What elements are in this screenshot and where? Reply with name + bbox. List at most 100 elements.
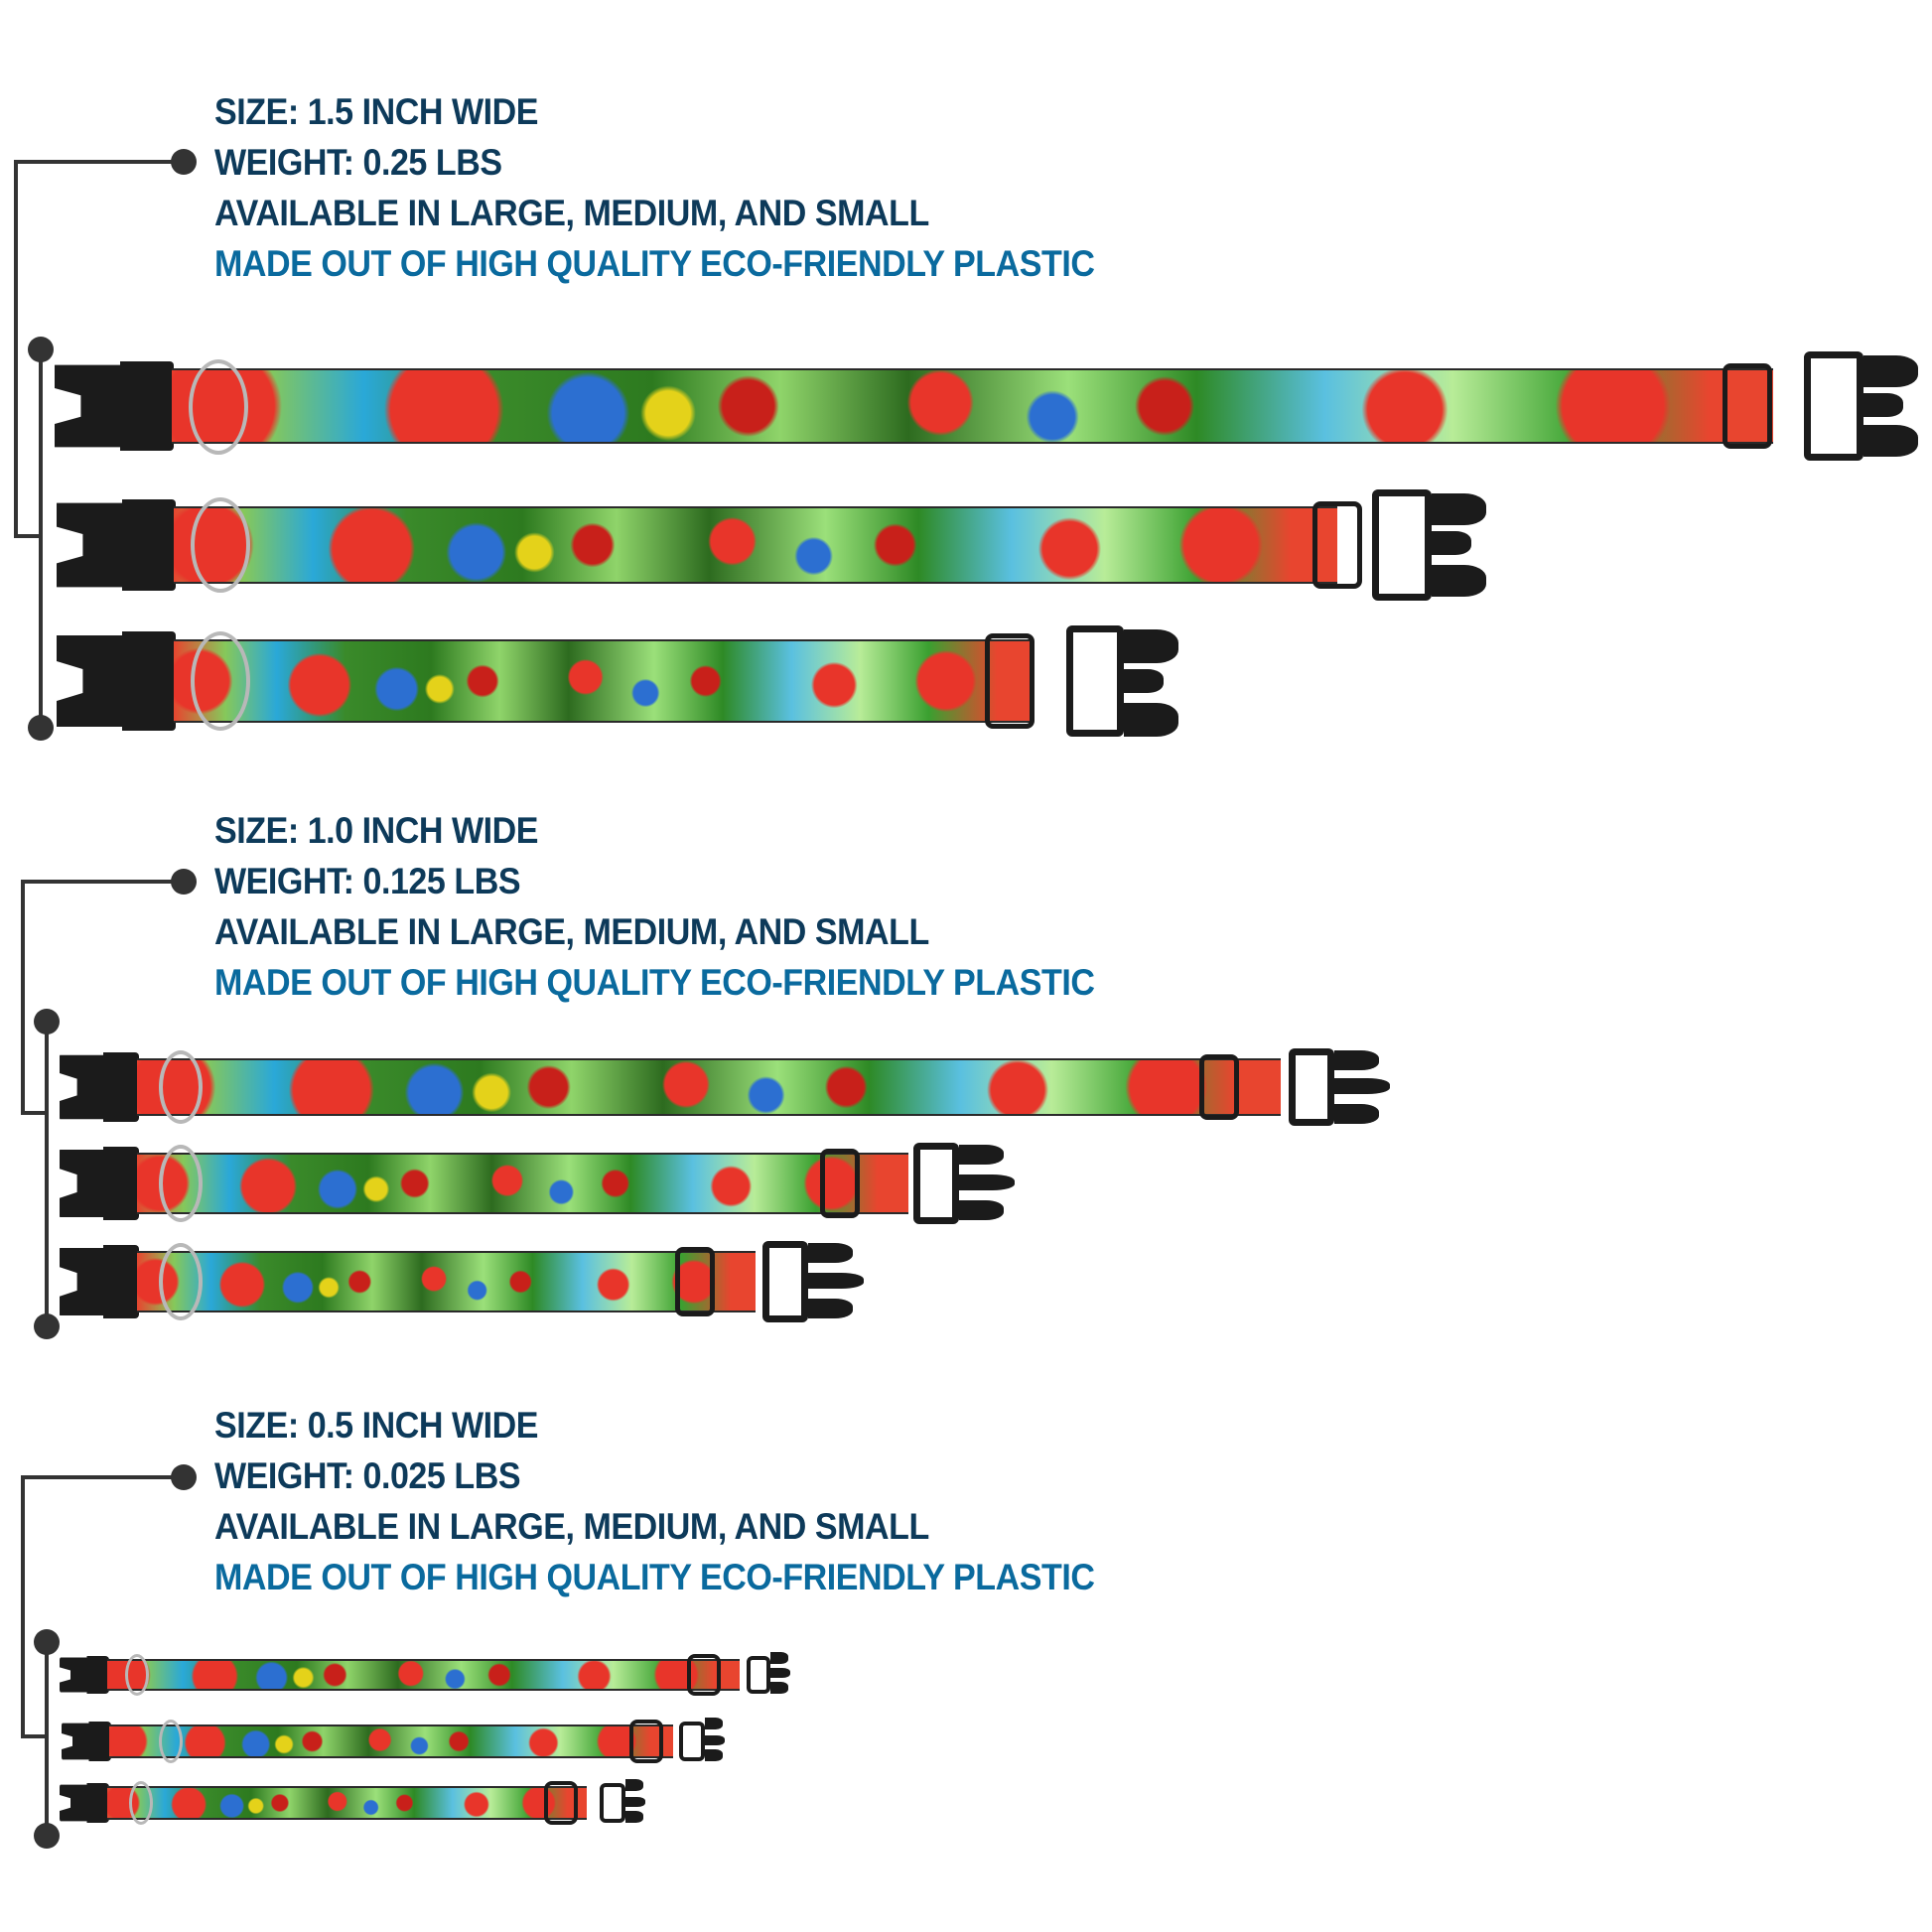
collar-1-0-small[interactable] bbox=[60, 1241, 865, 1322]
buckle-prong-icon bbox=[808, 1243, 853, 1263]
connector-dot bbox=[171, 149, 197, 175]
buckle-prong-icon bbox=[625, 1779, 643, 1791]
d-ring-icon bbox=[159, 1050, 203, 1124]
male-buckle-icon bbox=[600, 1783, 625, 1823]
male-buckle-icon bbox=[1804, 351, 1863, 461]
slider-icon bbox=[629, 1720, 663, 1763]
collar-1-5-large[interactable] bbox=[55, 351, 1922, 461]
connector-line bbox=[45, 1022, 49, 1326]
buckle-prong-icon bbox=[1124, 629, 1178, 663]
buckle-prong-icon bbox=[770, 1682, 788, 1694]
buckle-prong-icon bbox=[705, 1735, 725, 1745]
buckle-prong-icon bbox=[1863, 355, 1918, 387]
spec-block-1-0-inch: SIZE: 1.0 INCH WIDE WEIGHT: 0.125 LBS AV… bbox=[214, 805, 1095, 1008]
male-buckle-icon bbox=[762, 1241, 808, 1322]
weight-label: WEIGHT: 0.025 LBS bbox=[214, 1455, 521, 1496]
connector-line bbox=[22, 1475, 184, 1479]
collar-strap bbox=[174, 639, 1032, 723]
buckle-prong-icon bbox=[625, 1811, 643, 1823]
collar-strap bbox=[109, 1725, 673, 1758]
collar-0-5-large[interactable] bbox=[60, 1652, 799, 1696]
connector-dot bbox=[34, 1313, 60, 1339]
female-buckle-icon bbox=[60, 1783, 109, 1823]
connector-line bbox=[14, 160, 18, 538]
connector-line bbox=[15, 160, 184, 164]
slider-icon bbox=[544, 1781, 578, 1825]
buckle-prong-icon bbox=[770, 1668, 790, 1678]
availability-label: AVAILABLE IN LARGE, MEDIUM, AND SMALL bbox=[214, 1506, 929, 1547]
buckle-prong-icon bbox=[705, 1749, 723, 1761]
buckle-prong-icon bbox=[705, 1718, 723, 1729]
connector-line bbox=[39, 349, 43, 728]
slider-icon bbox=[820, 1149, 860, 1218]
connector-dot bbox=[34, 1823, 60, 1849]
size-label: SIZE: 1.5 INCH WIDE bbox=[214, 91, 539, 132]
slider-icon bbox=[687, 1654, 721, 1696]
buckle-prong-icon bbox=[1124, 669, 1164, 693]
spec-block-1-5-inch: SIZE: 1.5 INCH WIDE WEIGHT: 0.25 LBS AVA… bbox=[214, 86, 1095, 289]
connector-dot bbox=[34, 1009, 60, 1035]
collar-strap bbox=[172, 368, 1773, 444]
collar-strap bbox=[137, 1057, 1281, 1117]
connector-dot bbox=[171, 1464, 197, 1490]
male-buckle-icon bbox=[1066, 625, 1124, 737]
size-label: SIZE: 1.0 INCH WIDE bbox=[214, 810, 539, 851]
collar-strap bbox=[107, 1659, 740, 1691]
d-ring-icon bbox=[189, 359, 248, 455]
slider-icon bbox=[1723, 363, 1772, 449]
collar-1-0-medium[interactable] bbox=[60, 1143, 1018, 1224]
male-buckle-icon bbox=[679, 1722, 705, 1761]
collar-strap bbox=[107, 1786, 587, 1820]
collar-1-5-small[interactable] bbox=[57, 625, 1180, 737]
female-buckle-icon bbox=[60, 1656, 109, 1694]
connector-dot bbox=[34, 1629, 60, 1655]
connector-line bbox=[45, 1642, 49, 1836]
buckle-prong-icon bbox=[1124, 703, 1178, 737]
female-buckle-icon bbox=[60, 1245, 139, 1318]
collar-0-5-small[interactable] bbox=[60, 1779, 646, 1825]
collar-0-5-medium[interactable] bbox=[62, 1718, 733, 1763]
collar-strap bbox=[137, 1152, 908, 1215]
d-ring-icon bbox=[159, 1720, 183, 1763]
buckle-prong-icon bbox=[1334, 1078, 1390, 1094]
buckle-prong-icon bbox=[770, 1652, 788, 1664]
female-buckle-icon bbox=[62, 1722, 111, 1761]
slider-icon bbox=[985, 633, 1035, 729]
connector-dot bbox=[28, 715, 54, 741]
connector-dot bbox=[171, 869, 197, 895]
female-buckle-icon bbox=[60, 1052, 139, 1122]
buckle-prong-icon bbox=[1863, 393, 1903, 417]
female-buckle-icon bbox=[60, 1147, 139, 1220]
buckle-prong-icon bbox=[1863, 425, 1918, 457]
buckle-prong-icon bbox=[1432, 565, 1486, 597]
d-ring-icon bbox=[129, 1781, 153, 1825]
connector-line bbox=[21, 1475, 25, 1738]
male-buckle-icon bbox=[1372, 489, 1432, 601]
female-buckle-icon bbox=[57, 499, 176, 591]
buckle-prong-icon bbox=[808, 1273, 864, 1289]
slider-icon bbox=[1199, 1054, 1239, 1120]
buckle-prong-icon bbox=[1334, 1104, 1379, 1124]
material-label: MADE OUT OF HIGH QUALITY ECO-FRIENDLY PL… bbox=[214, 1557, 1095, 1597]
collar-1-0-large[interactable] bbox=[60, 1048, 1390, 1126]
male-buckle-icon bbox=[747, 1656, 770, 1694]
d-ring-icon bbox=[191, 497, 250, 593]
connector-line bbox=[22, 880, 184, 884]
collar-1-5-medium[interactable] bbox=[57, 489, 1486, 601]
buckle-prong-icon bbox=[625, 1797, 645, 1807]
availability-label: AVAILABLE IN LARGE, MEDIUM, AND SMALL bbox=[214, 193, 929, 233]
buckle-prong-icon bbox=[1432, 531, 1471, 555]
female-buckle-icon bbox=[57, 631, 176, 731]
slider-icon bbox=[1312, 501, 1362, 589]
slider-icon bbox=[675, 1247, 715, 1316]
buckle-prong-icon bbox=[1334, 1050, 1379, 1070]
male-buckle-icon bbox=[1289, 1048, 1334, 1126]
connector-line bbox=[14, 534, 42, 538]
d-ring-icon bbox=[159, 1145, 203, 1222]
size-label: SIZE: 0.5 INCH WIDE bbox=[214, 1405, 539, 1446]
connector-line bbox=[21, 1111, 47, 1115]
d-ring-icon bbox=[191, 631, 250, 731]
connector-line bbox=[21, 1734, 47, 1738]
connector-dot bbox=[28, 337, 54, 362]
availability-label: AVAILABLE IN LARGE, MEDIUM, AND SMALL bbox=[214, 911, 929, 952]
